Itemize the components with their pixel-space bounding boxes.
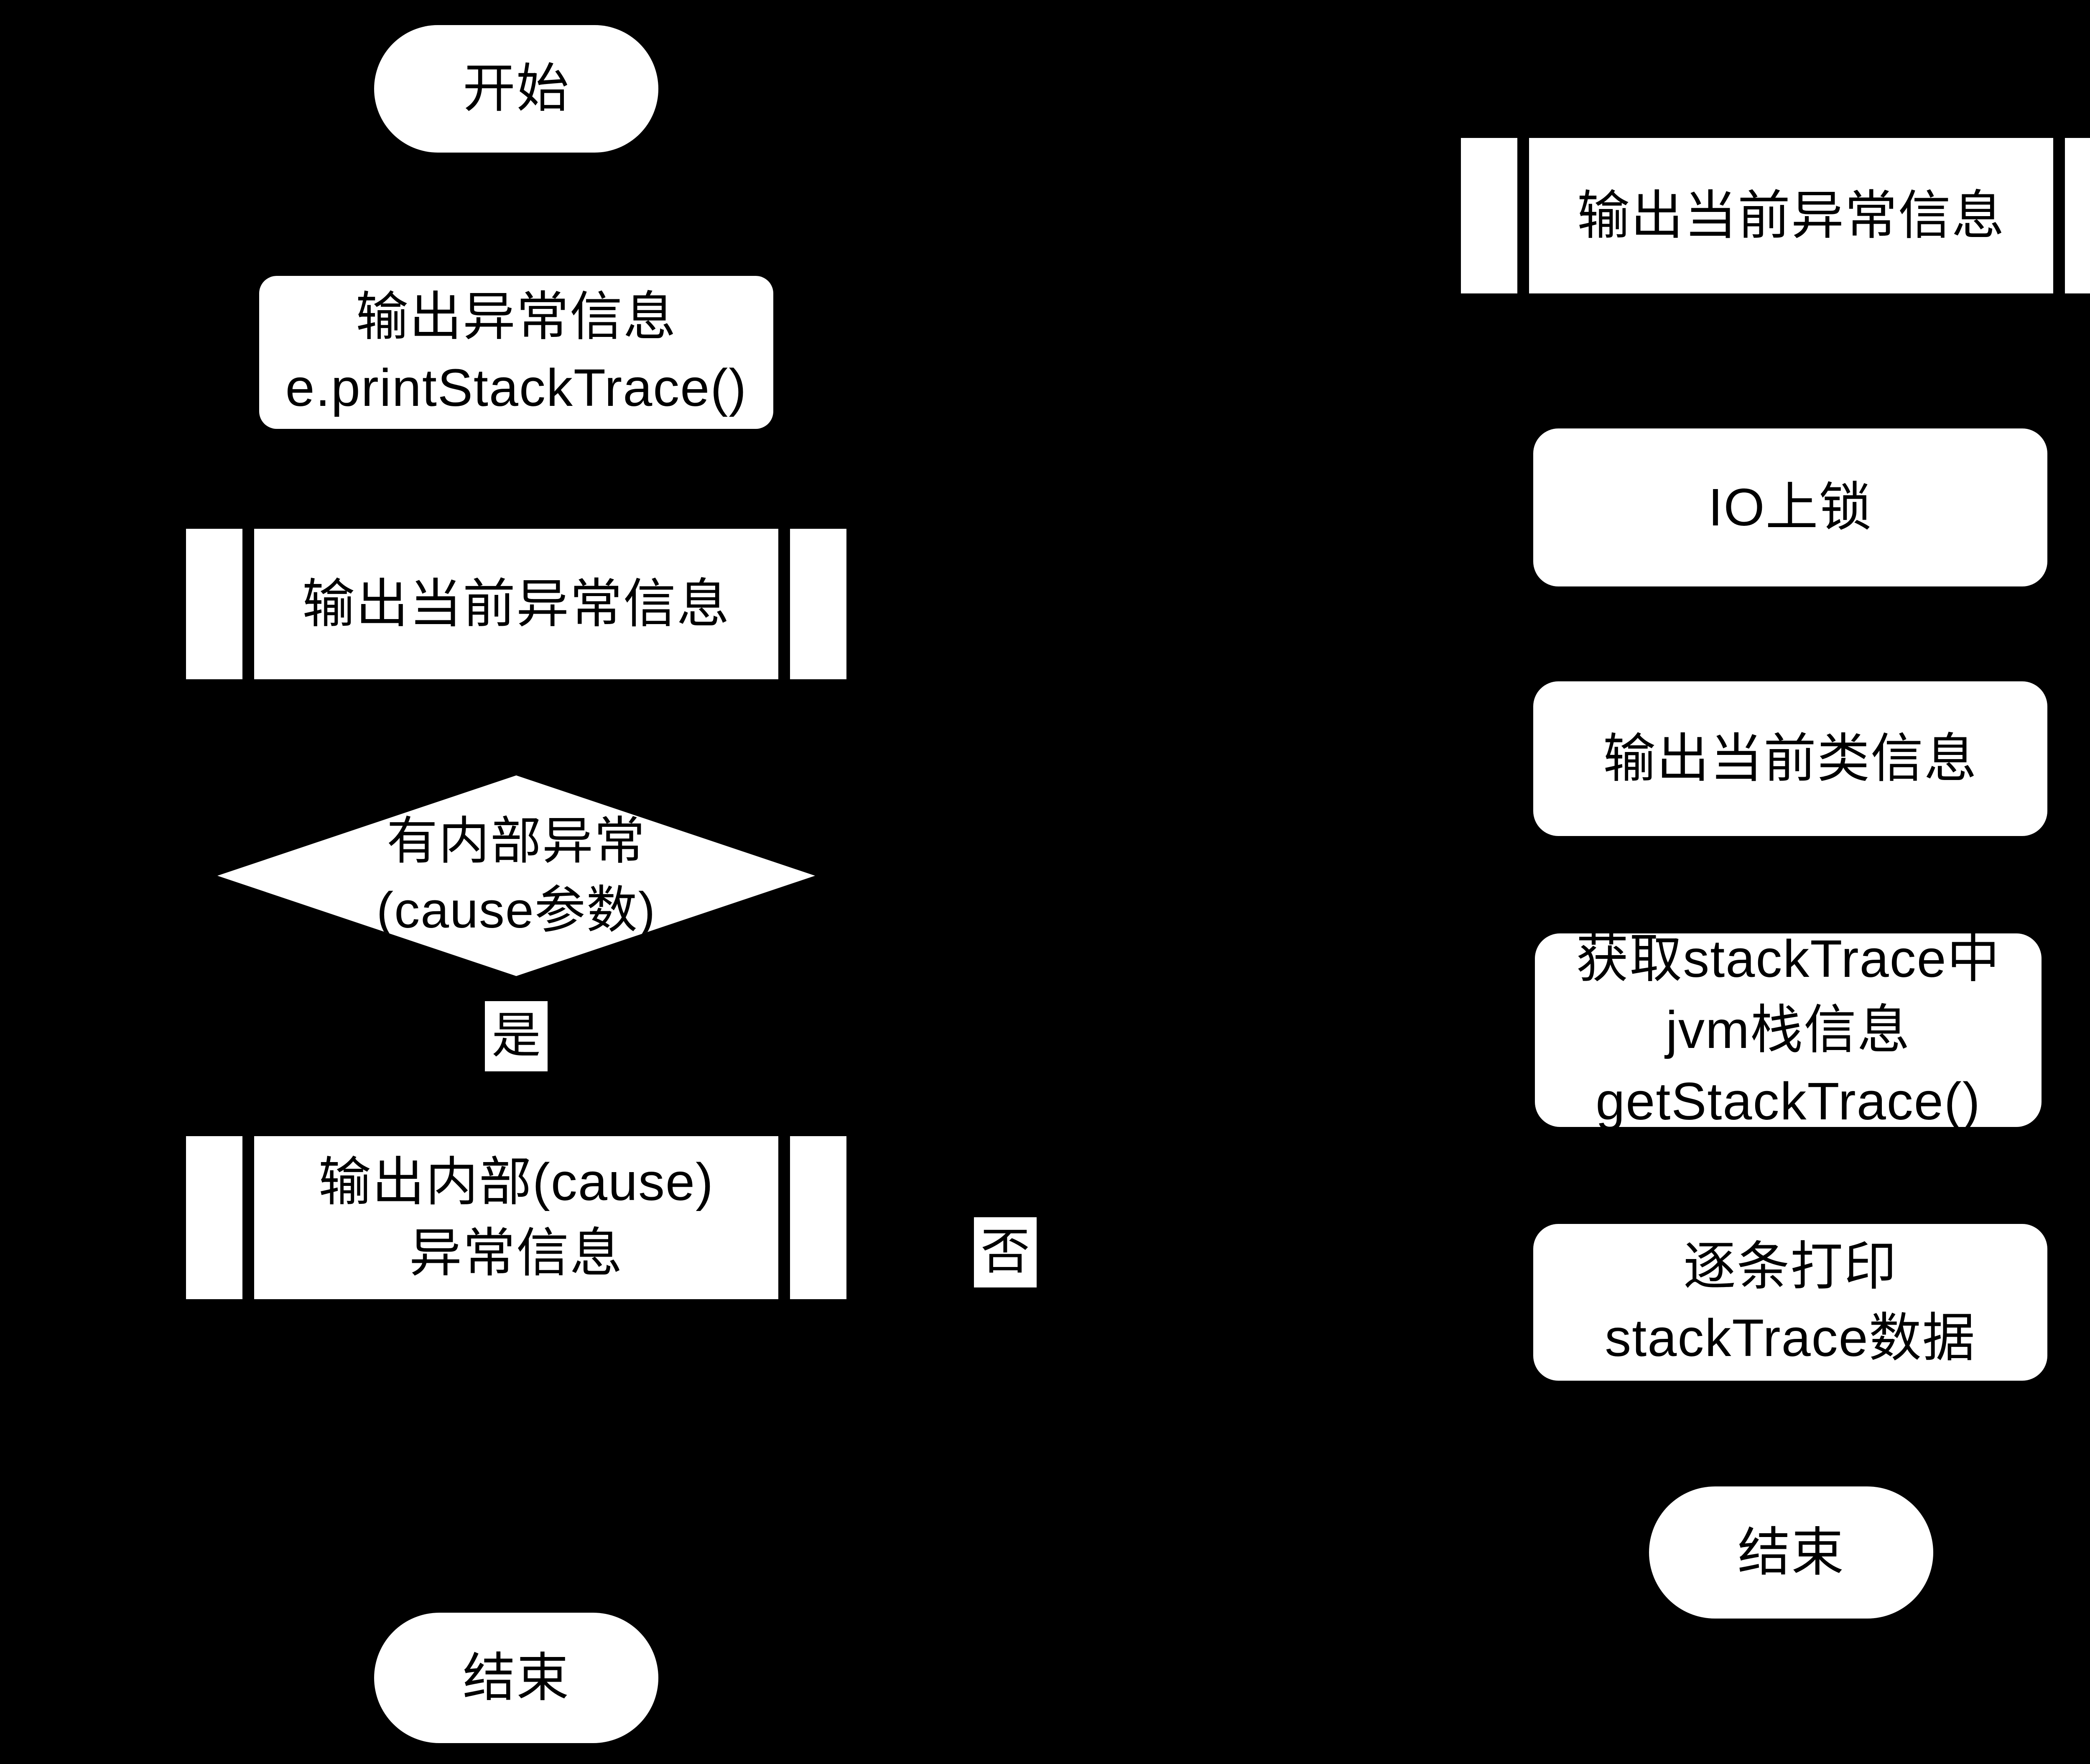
node-end-mid: 结束 xyxy=(1649,1486,1933,1619)
node-start-left: 开始 xyxy=(374,25,658,153)
node-print-current-class: 输出当前类信息 xyxy=(1533,681,2047,836)
node-label: 有内部异常 (cause参数) xyxy=(376,813,656,938)
node-label: 输出内部(cause) 异常信息 xyxy=(318,1152,714,1282)
node-end-left: 结束 xyxy=(374,1613,658,1743)
node-label: 逐条打印 stackTrace数据 xyxy=(1605,1237,1976,1367)
node-print-current-exception-left: 输出当前异常信息 xyxy=(186,529,846,679)
node-label: 开始 xyxy=(463,59,570,118)
branch-label-yes: 是 xyxy=(485,1001,548,1071)
node-label: 结束 xyxy=(463,1648,570,1707)
node-label: 获取stackTrace中 jvm栈信息 getStackTrace() xyxy=(1576,929,2001,1131)
branch-label-no: 否 xyxy=(974,1217,1037,1287)
node-label: 输出当前类信息 xyxy=(1603,729,1978,788)
node-print-inner-exception-left: 输出内部(cause) 异常信息 xyxy=(186,1136,846,1299)
node-print-current-exception-mid: 输出当前异常信息 xyxy=(1461,138,2090,293)
node-label: 输出当前异常信息 xyxy=(1577,186,2005,245)
node-label: 结束 xyxy=(1738,1522,1845,1582)
node-print-stack-trace-items: 逐条打印 stackTrace数据 xyxy=(1533,1224,2047,1381)
node-label: IO上锁 xyxy=(1708,477,1873,537)
node-get-stack-trace: 获取stackTrace中 jvm栈信息 getStackTrace() xyxy=(1535,929,2042,1131)
node-label: 输出当前异常信息 xyxy=(302,574,730,633)
node-has-inner-exception: 有内部异常 (cause参数) xyxy=(217,775,815,976)
node-label: 输出异常信息 e.printStackTrace() xyxy=(285,287,747,417)
node-print-exception-info: 输出异常信息 e.printStackTrace() xyxy=(259,276,773,429)
node-io-lock: IO上锁 xyxy=(1533,428,2047,586)
